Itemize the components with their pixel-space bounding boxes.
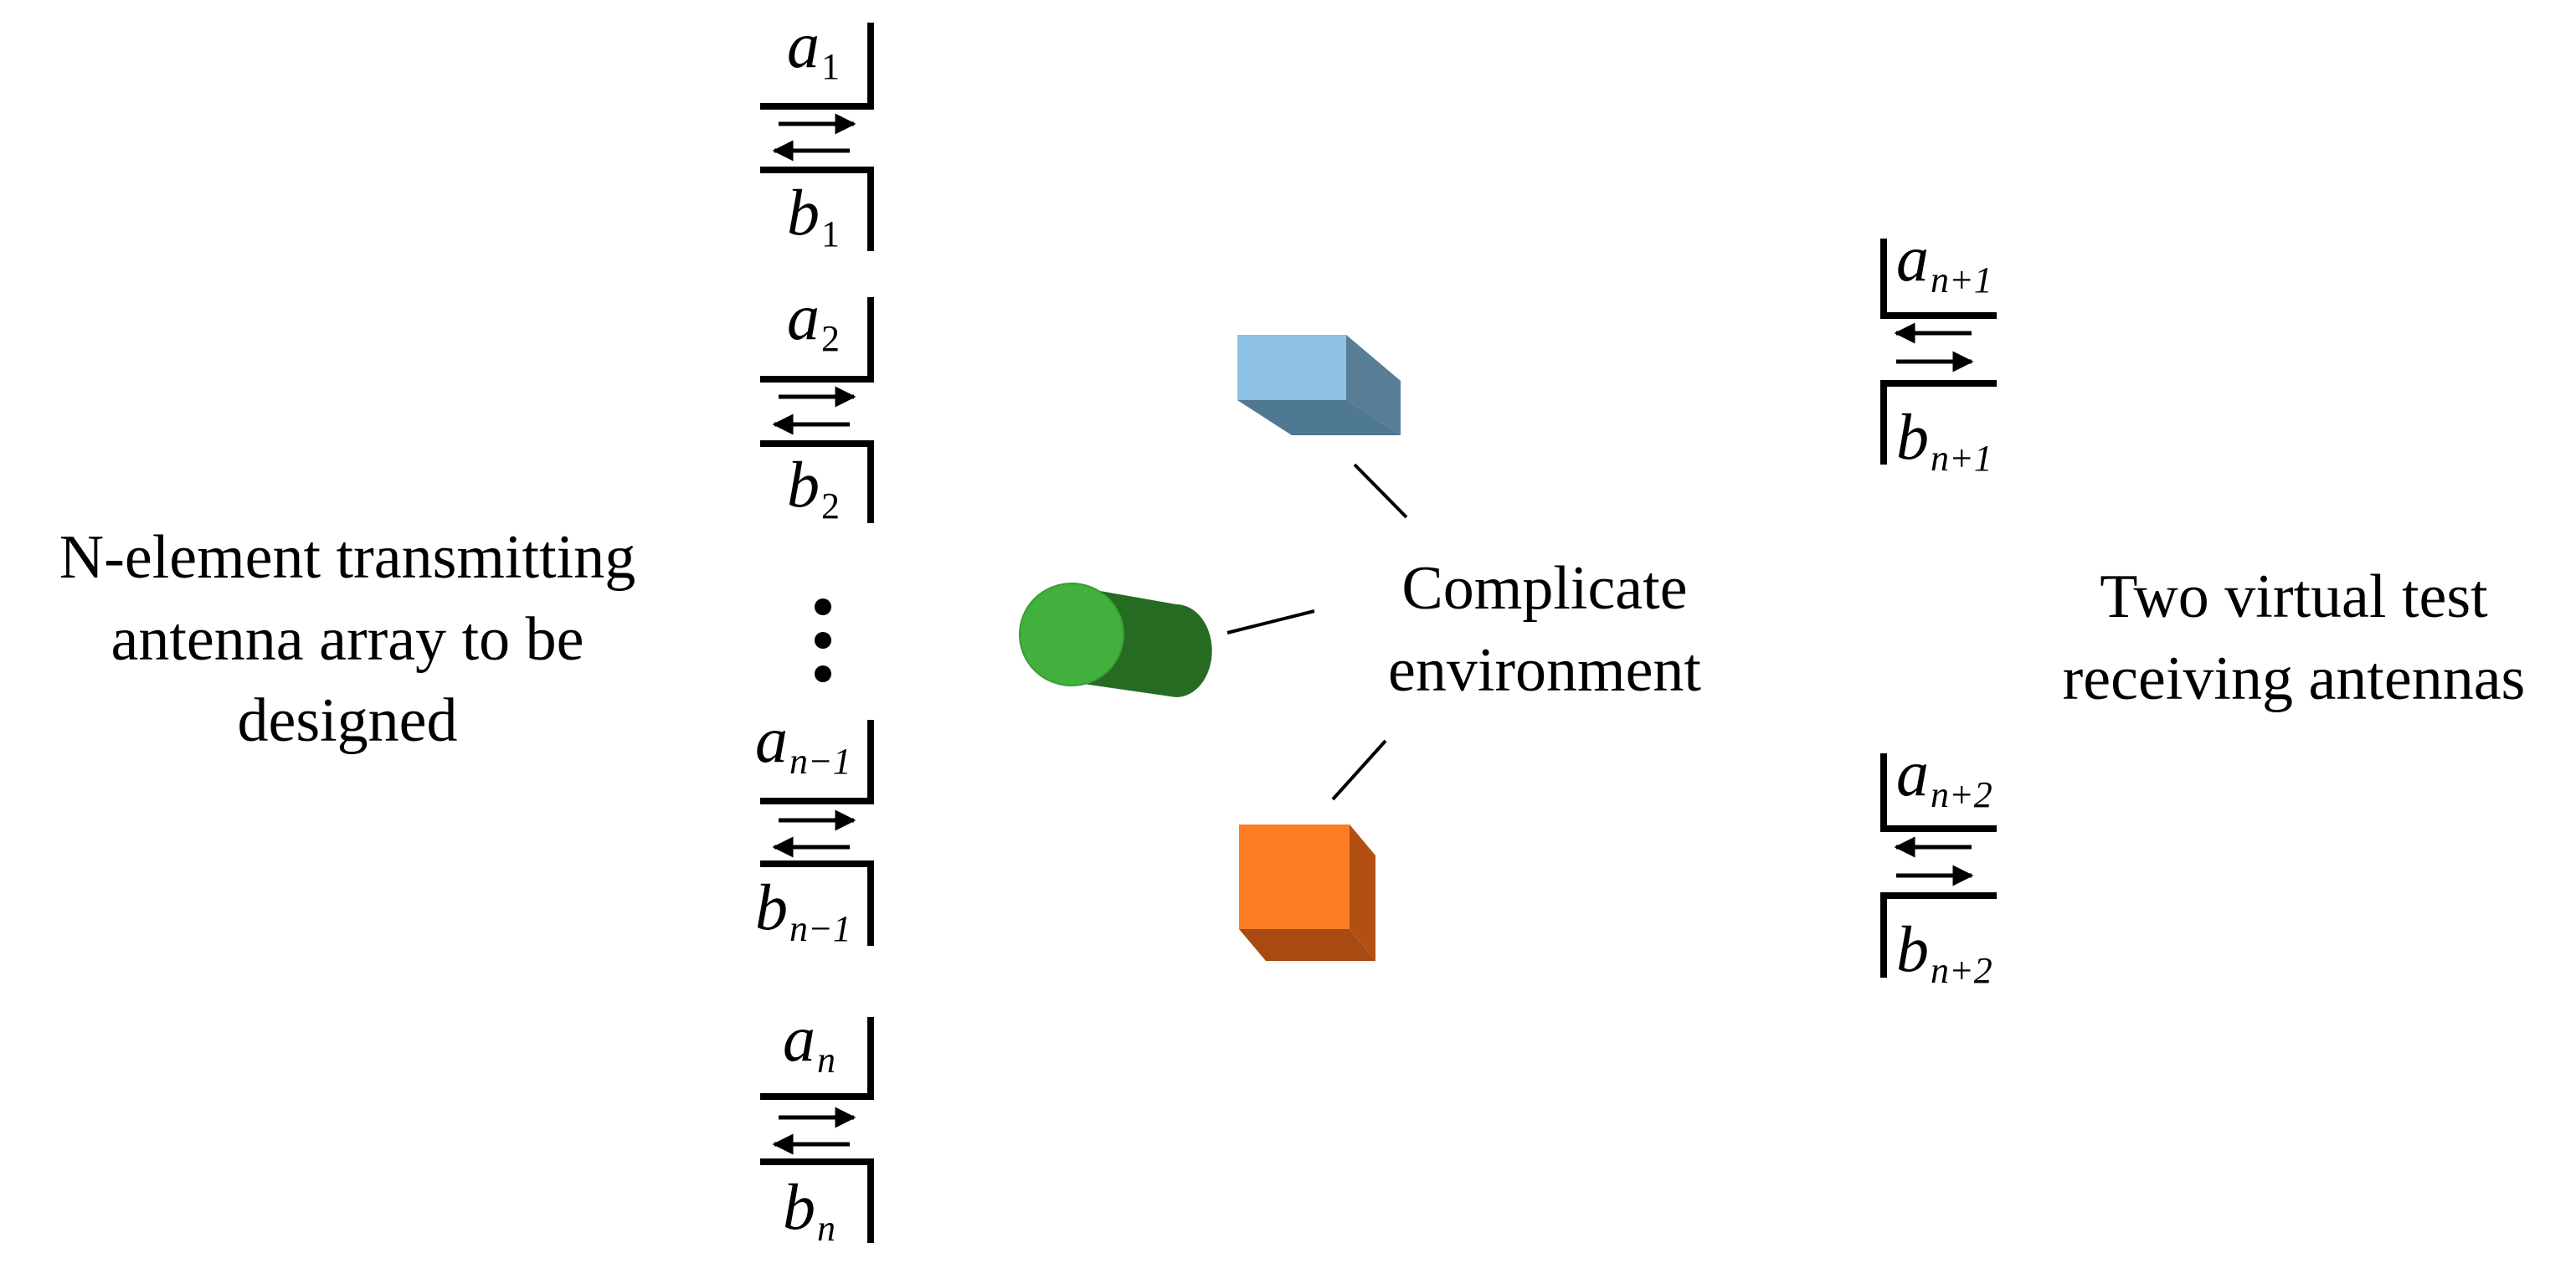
port-b-label: b2 xyxy=(787,448,840,526)
tx-port-n-minus-1: an−1 bn−1 xyxy=(755,703,874,949)
environment-label-line-2: environment xyxy=(1387,635,1701,705)
orange-cube-object xyxy=(1239,824,1375,961)
rx-port-n-plus-1: an+1 bn+1 xyxy=(1880,222,1997,479)
connector-line-blue xyxy=(1353,463,1408,519)
tx-array-label: N-element transmitting antenna array to … xyxy=(0,517,695,763)
environment-label-line-1: Complicate xyxy=(1401,554,1688,623)
rx-antennas-label-line-1: Two virtual test xyxy=(2100,562,2488,631)
port-a-label: an−1 xyxy=(755,703,851,782)
port-b-label: bn+1 xyxy=(1896,400,1992,479)
environment-label: Complicate environment xyxy=(1339,548,1750,711)
port-b-label: bn xyxy=(783,1170,836,1249)
port-a-label: an xyxy=(783,1002,836,1081)
port-b-label: bn+2 xyxy=(1896,912,1992,991)
tx-port-2: a2 b2 xyxy=(760,280,874,526)
port-a-label: a2 xyxy=(787,280,840,359)
port-a-label: an+1 xyxy=(1896,222,1992,300)
port-a-label: a1 xyxy=(787,8,840,87)
rx-port-n-plus-2: an+2 bn+2 xyxy=(1880,737,1997,991)
tx-array-label-line-2: antenna array to be xyxy=(111,604,584,674)
port-b-label: b1 xyxy=(787,176,840,254)
rx-antennas-label-line-2: receiving antennas xyxy=(2062,644,2526,713)
rx-antennas-label: Two virtual test receiving antennas xyxy=(2018,557,2570,720)
connector-line-orange xyxy=(1331,739,1387,801)
port-a-label: an+2 xyxy=(1896,737,1992,815)
tx-port-1: a1 b1 xyxy=(760,8,874,254)
tx-array-label-line-1: N-element transmitting xyxy=(59,523,636,592)
blue-box-object xyxy=(1237,335,1401,435)
port-b-label: bn−1 xyxy=(755,871,851,949)
tx-array-label-line-3: designed xyxy=(237,686,458,756)
connector-line-green xyxy=(1226,609,1315,634)
tx-port-n: an bn xyxy=(760,1002,874,1249)
green-cylinder-object xyxy=(1019,583,1212,697)
ellipsis-dots xyxy=(815,598,831,682)
